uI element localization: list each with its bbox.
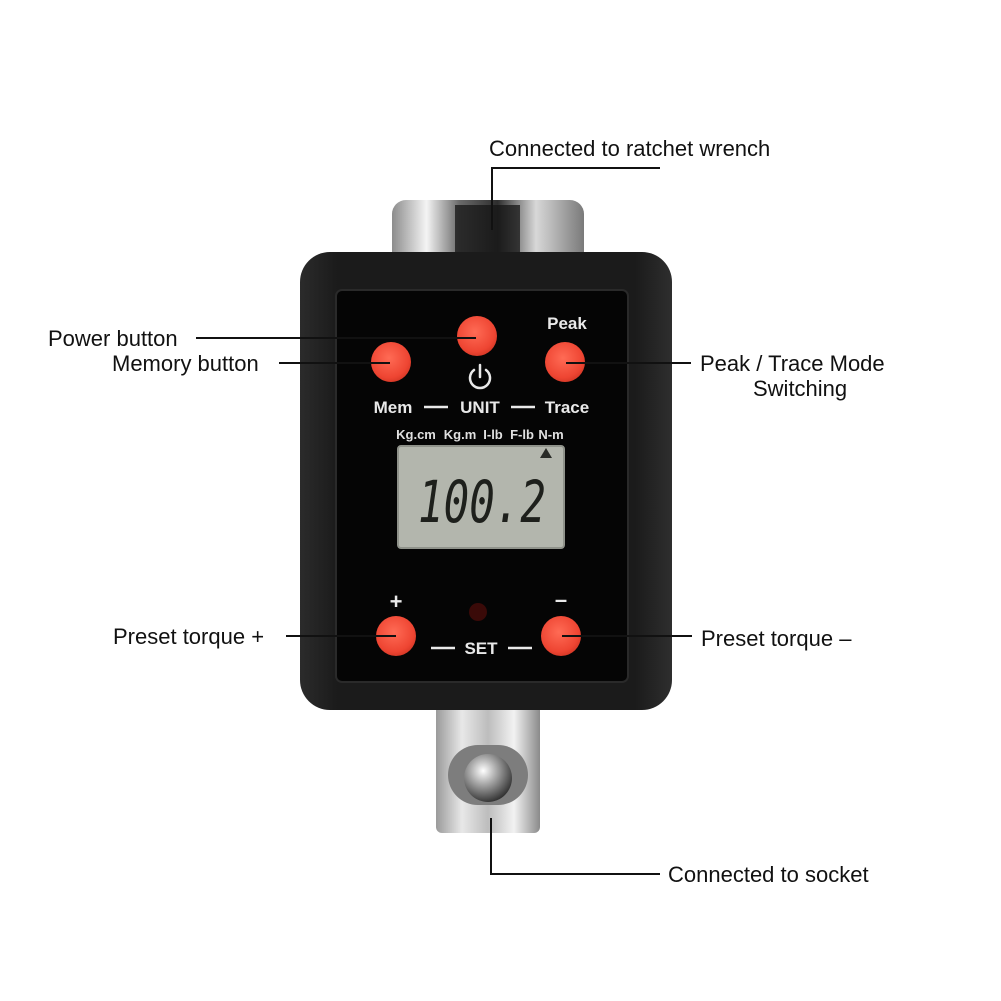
callout-ratchet: Connected to ratchet wrench [489, 136, 770, 161]
unit-label: UNIT [460, 398, 500, 417]
unit-indicator-icon [540, 448, 552, 458]
peak-trace-button[interactable] [545, 342, 585, 382]
callout-power: Power button [48, 326, 178, 351]
preset-minus-button[interactable] [541, 616, 581, 656]
callout-preset-plus: Preset torque + [113, 624, 264, 649]
socket-drive [436, 695, 540, 833]
unit-kgcm: Kg.cm [396, 427, 436, 442]
leader-socket [490, 818, 660, 875]
lcd-display: 100.2 [397, 445, 565, 549]
lcd-value: 100.2 [418, 468, 546, 536]
set-label: SET [464, 639, 498, 658]
leader-ratchet [491, 167, 660, 230]
power-icon [468, 363, 492, 390]
callout-peak-trace-2: Switching [753, 376, 847, 401]
callout-preset-minus: Preset torque – [701, 626, 852, 651]
unit-flb: F-lb [510, 427, 534, 442]
plus-label: + [390, 589, 403, 614]
detent-ball-icon [464, 754, 512, 802]
memory-button[interactable] [371, 342, 411, 382]
callout-socket: Connected to socket [668, 862, 869, 887]
callout-memory: Memory button [112, 351, 259, 376]
peak-label: Peak [547, 314, 587, 333]
unit-nm: N-m [538, 427, 563, 442]
unit-ilb: I-lb [483, 427, 503, 442]
callout-peak-trace-1: Peak / Trace Mode [700, 351, 885, 376]
status-led [469, 603, 487, 621]
mem-label: Mem [374, 398, 413, 417]
minus-label: – [555, 587, 567, 612]
unit-kgm: Kg.m [444, 427, 477, 442]
power-button[interactable] [457, 316, 497, 356]
trace-label: Trace [545, 398, 589, 417]
